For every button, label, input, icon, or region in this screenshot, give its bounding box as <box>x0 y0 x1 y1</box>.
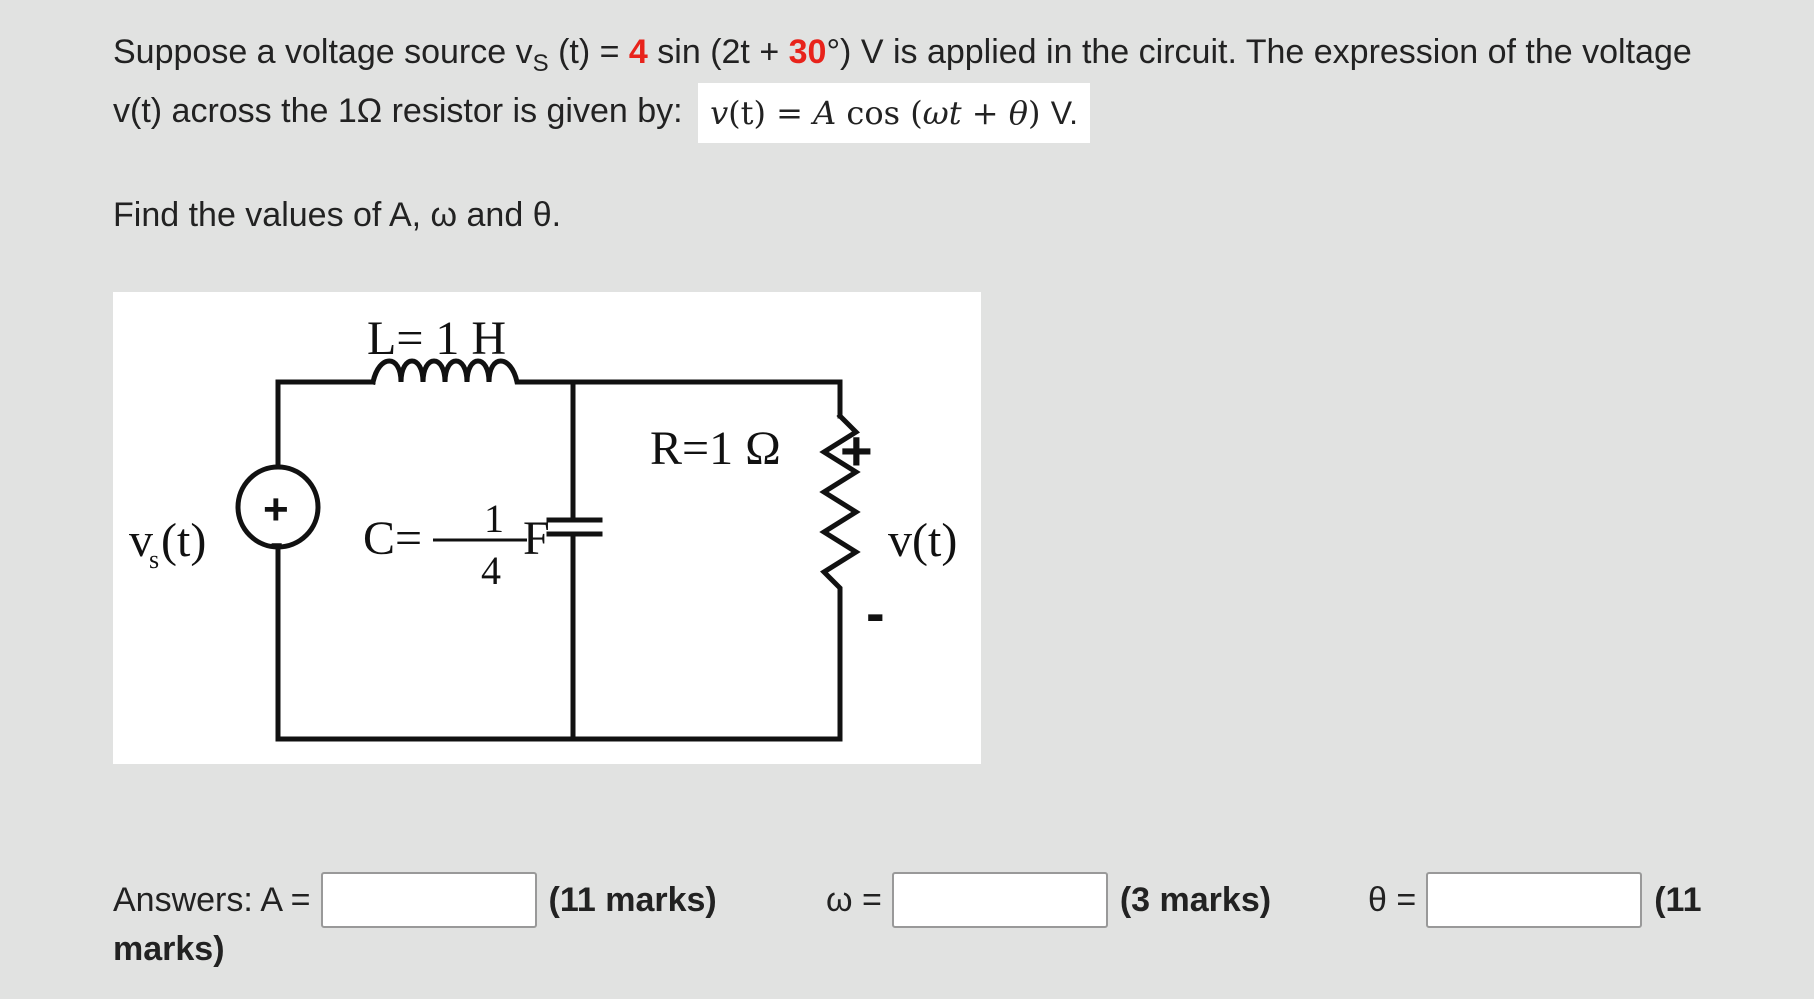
answer-a-marks: (11 marks) <box>548 880 717 919</box>
answers-row: Answers: A = (11 marks) ω = (3 marks) θ … <box>113 870 1813 940</box>
omega-label: ω = <box>826 880 882 919</box>
capacitor-unit: F <box>523 512 550 565</box>
question-line1-prefix: Suppose a voltage source v <box>113 33 533 71</box>
voltage-source-circle <box>235 464 321 550</box>
resistor-zigzag <box>819 412 861 621</box>
expr-theta: θ <box>1008 94 1029 132</box>
source-label-s: s <box>149 545 159 574</box>
question-line-1: Suppose a voltage source vS (t) = 4 sin … <box>113 25 1813 83</box>
question-line1-mid1: (t) = <box>548 33 629 71</box>
source-subscript: S <box>532 50 549 77</box>
answer-theta-marks: (11 <box>1654 880 1702 919</box>
wire-source-bottom <box>275 544 843 742</box>
wire-top-left <box>275 379 376 403</box>
answer-theta-input[interactable] <box>1426 872 1643 928</box>
expr-cos: cos ( <box>836 94 923 132</box>
circuit-svg: L= 1 H R=1 Ω C= 1 4 F v s (t) v(t) + - +… <box>129 312 957 742</box>
source-label-v: v <box>129 514 153 567</box>
capacitor-fraction-numerator: 1 <box>484 496 504 541</box>
phase-value: 30 <box>788 33 827 71</box>
answer-omega-input[interactable] <box>891 872 1108 928</box>
capacitor-fraction-denominator: 4 <box>481 548 501 593</box>
resistor-label: R=1 Ω <box>650 422 781 475</box>
expr-plus: + <box>961 94 1009 132</box>
theta-marks-continuation: marks) <box>113 930 225 968</box>
source-label-t: (t) <box>161 514 206 567</box>
resistor-minus-sign: - <box>866 581 885 644</box>
answer-omega-group: ω = (3 marks) <box>826 870 1271 930</box>
expr-t: (t) = <box>728 94 814 132</box>
question-text: Suppose a voltage source vS (t) = 4 sin … <box>113 25 1813 143</box>
question-line1-mid2: sin (2t + <box>647 33 789 71</box>
answers-intro-label: Answers: A = <box>113 880 311 919</box>
inductor-label: L= 1 H <box>367 312 506 365</box>
expr-unit: V. <box>1050 95 1078 131</box>
answer-theta-group: θ = (11 <box>1368 870 1701 930</box>
source-minus-sign: - <box>270 521 283 565</box>
resistor-plus-sign: + <box>840 419 873 482</box>
answer-a-input[interactable] <box>320 872 537 928</box>
answer-omega-marks: (3 marks) <box>1119 880 1272 919</box>
output-voltage-label: v(t) <box>888 514 957 567</box>
wire-top-right <box>520 379 843 419</box>
amplitude-value: 4 <box>628 33 648 71</box>
question-line1-suffix: °) V is applied in the circuit. The expr… <box>826 33 1692 71</box>
answer-a-group: Answers: A = (11 marks) <box>113 870 717 930</box>
expr-close: ) <box>1028 94 1051 132</box>
expr-v: v <box>710 94 729 132</box>
find-instruction: Find the values of A, ω and θ. <box>113 196 562 234</box>
expr-omega: ωt <box>922 94 962 132</box>
question-line-2: v(t) across the 1Ω resistor is given by:… <box>113 83 1813 143</box>
circuit-diagram: L= 1 H R=1 Ω C= 1 4 F v s (t) v(t) + - +… <box>113 292 981 764</box>
theta-label: θ = <box>1368 880 1417 919</box>
inductor-coil <box>370 358 526 385</box>
expr-a: A <box>813 94 837 132</box>
question-line2: v(t) across the 1Ω resistor is given by: <box>113 91 683 130</box>
capacitor-label-c: C= <box>363 512 422 565</box>
source-plus-sign: + <box>263 485 289 534</box>
voltage-expression: v(t) = A cos (ωt + θ) V. <box>698 83 1090 143</box>
